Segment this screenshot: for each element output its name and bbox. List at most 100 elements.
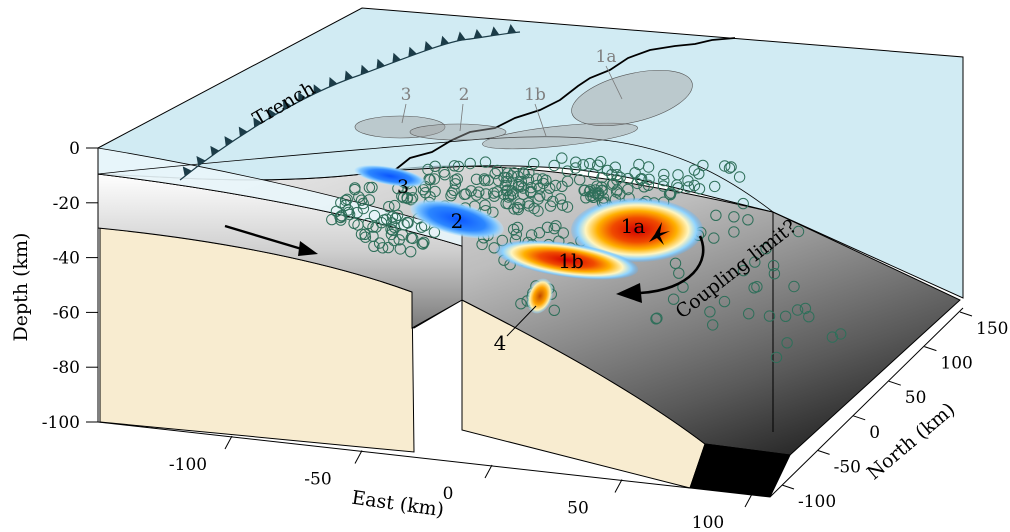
earthquake-marker [378,214,390,226]
earthquake-marker [352,219,364,231]
earthquake-marker [611,169,623,181]
earthquake-marker [767,259,780,272]
patch-1a [571,198,703,262]
earthquake-marker [708,232,720,244]
earthquake-marker [657,180,670,192]
earthquake-marker [500,175,512,188]
earthquake-marker [528,202,540,215]
earthquake-marker [451,173,463,185]
north-tick-label: 100 [940,354,972,374]
earthquake-marker [554,193,567,205]
trench-line [179,24,521,181]
north-tick-label: -100 [798,492,836,512]
depth-tick-label: 0 [69,139,80,159]
trench-tooth [313,84,322,95]
earthquake-marker [515,298,527,310]
projection-1a-leader [605,65,623,100]
projection-1b-ellipse [482,122,638,150]
earthquake-marker [570,156,582,168]
north-tick-label: 150 [976,319,1008,339]
earthquake-marker [388,234,400,247]
patch-2 [410,199,504,239]
earthquake-marker [439,169,451,181]
earthquake-marker [650,313,662,325]
earthquake-marker [803,311,815,323]
earthquake-marker [728,211,740,223]
depth-tick-label: -40 [53,249,80,269]
earthquake-marker [368,209,381,222]
earthquake-marker [479,199,491,211]
earthquake-marker [502,167,514,179]
earthquake-marker [489,167,501,180]
earthquake-marker [781,337,793,349]
earthquake-marker [523,166,535,179]
earthquake-marker [733,171,746,183]
earthquake-marker [826,331,839,343]
epicenter-star-icon [649,222,670,245]
coupling-arrowhead [616,283,642,303]
trench-tooth [253,117,262,128]
earthquake-marker [525,229,538,241]
earthquake-marker [577,159,589,171]
earthquake-marker [592,159,604,171]
earthquake-marker [742,214,754,226]
earthquake-marker [512,181,525,193]
north-axis-line [769,307,964,498]
earthquake-marker [376,242,389,254]
earthquake-marker [368,240,380,253]
earthquake-marker [357,202,370,215]
earthquake-marker [359,231,372,243]
earthquake-marker [709,180,721,193]
earthquake-marker [601,164,614,177]
projection-1a-ellipse [571,70,693,126]
earthquake-marker [386,211,399,223]
earthquake-marker [651,312,663,324]
depth-axis-label: Depth (km) [10,233,32,342]
earthquake-marker [587,168,600,181]
north-tick-label: 50 [905,388,927,408]
earthquake-marker [525,181,537,194]
arrows [224,224,705,303]
earthquake-marker [663,188,676,200]
earthquake-marker [642,179,655,192]
earthquake-marker [556,180,568,193]
earthquake-marker [449,174,461,186]
north-tick-label: -50 [834,457,861,477]
depth-tick-label: -80 [53,358,80,378]
earthquake-marker [339,199,351,212]
earthquake-marker [665,187,677,199]
earthquake-marker [355,194,368,206]
earthquake-marker [710,209,722,222]
patch-4-label: 4 [494,331,507,355]
earthquake-marker [335,211,347,224]
patch-3-label: 3 [397,176,409,198]
earthquake-marker [556,152,568,164]
earthquake-marker [596,171,608,184]
earthquake-marker [548,159,560,172]
earthquake-marker [367,221,379,233]
earthquake-marker [537,177,549,190]
north-tick-label: 0 [869,423,880,443]
earthquake-marker [556,199,569,211]
patch-1a-label: 1a [621,214,646,238]
earthquake-marker [397,191,410,204]
earthquake-marker [707,319,719,331]
earthquake-marker [389,212,402,225]
projection-2-leader [459,103,464,132]
trench-tooth [507,24,517,34]
earthquake-marker [544,200,557,212]
projection-1b-leader [534,103,547,137]
east-tick-label: 0 [443,484,454,504]
earthquake-marker [501,172,513,184]
east-tick-mark [484,464,493,479]
earthquake-marker [596,185,608,197]
earthquake-marker [448,160,461,172]
earthquake-marker [401,191,413,204]
trench-teeth [182,24,517,177]
earthquake-marker [561,201,574,213]
plate-motion-arrow [224,224,306,252]
earthquake-marker [458,188,471,201]
east-tick-mark [744,493,753,508]
earthquake-marker [770,351,783,364]
